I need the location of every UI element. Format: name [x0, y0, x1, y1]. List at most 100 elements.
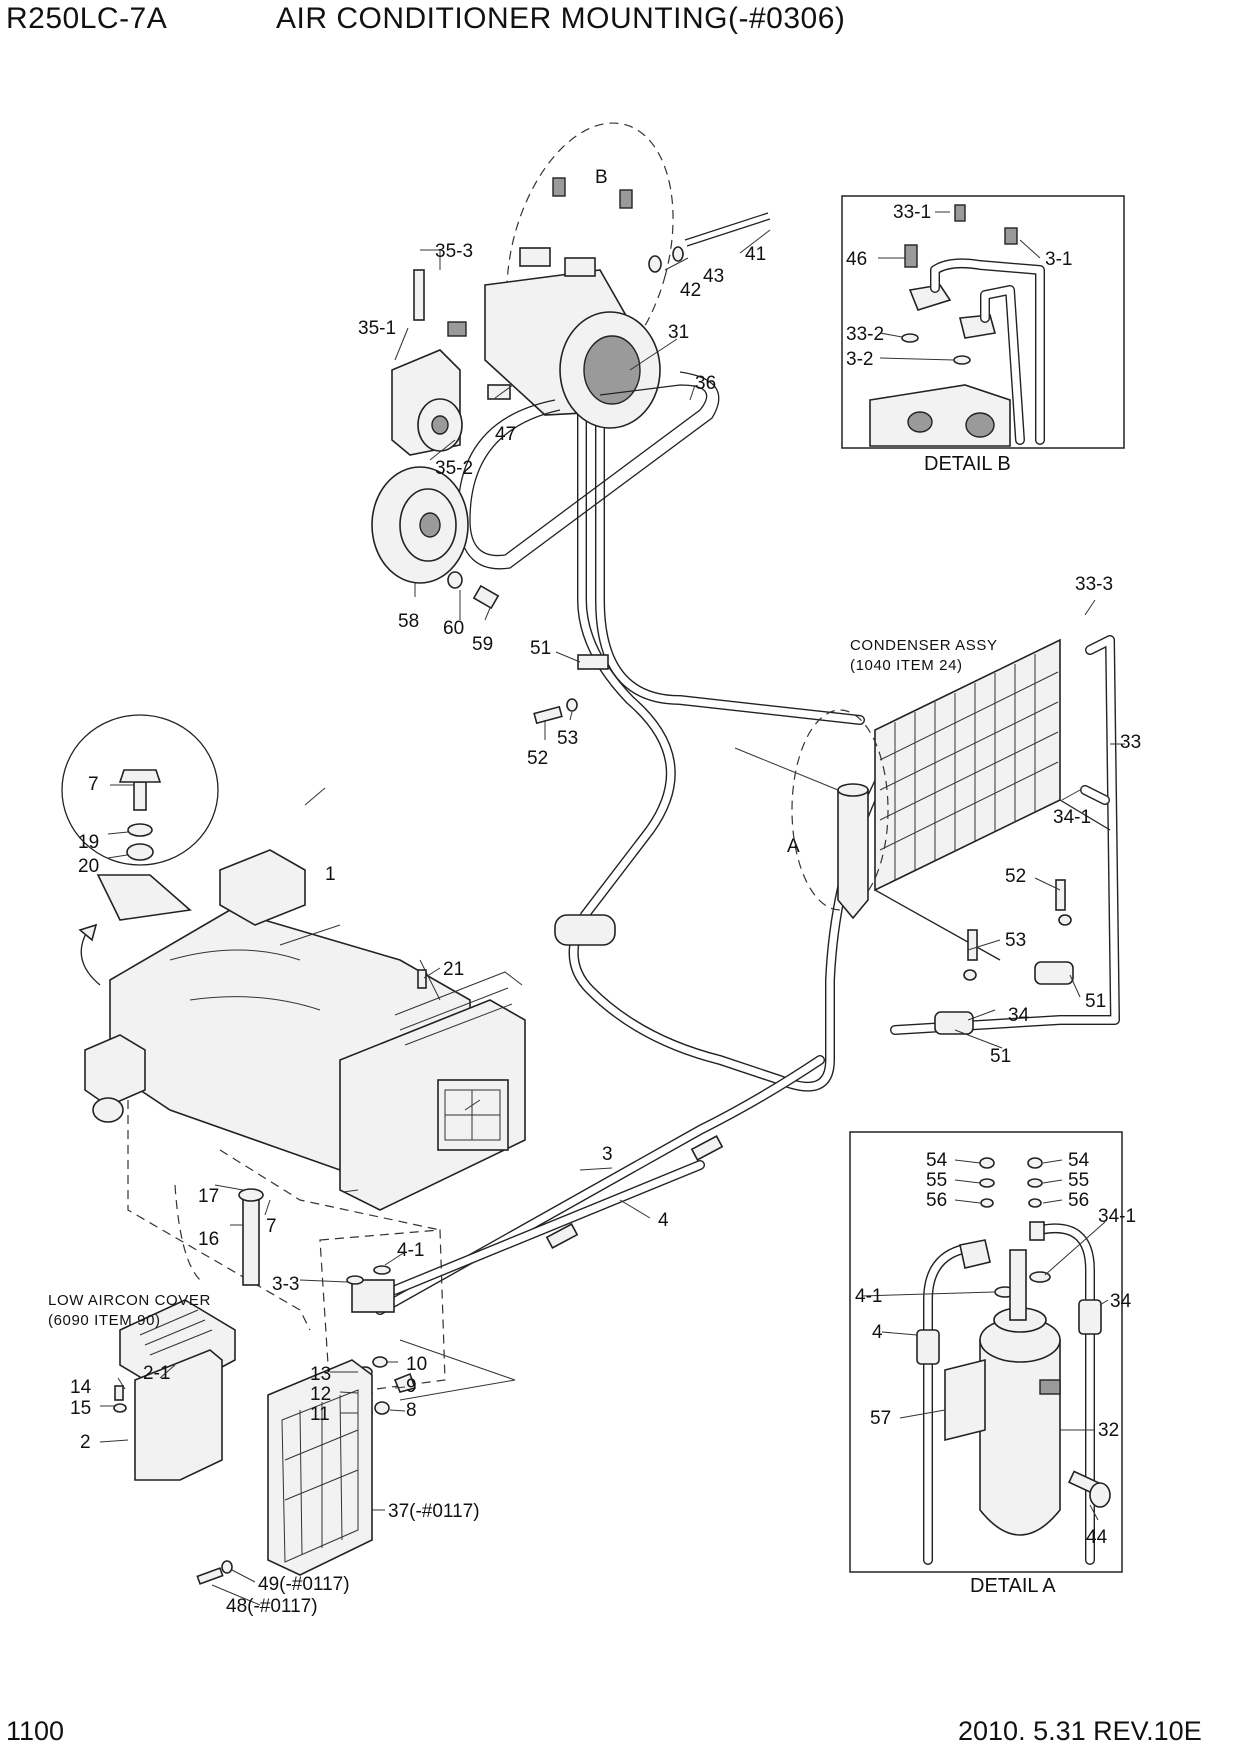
compressor-hub	[583, 335, 641, 405]
tension-pulley-hub	[431, 415, 449, 435]
filter-grill	[394, 971, 523, 1046]
expansion-valve-block	[351, 1279, 395, 1313]
detail-b-callout-46: 46	[846, 249, 867, 270]
detail-b-callout-3-2: 3-2	[846, 349, 873, 370]
drive-belt-outer	[457, 371, 720, 570]
bolt-41	[684, 212, 769, 241]
detail-a-marker-circle	[791, 709, 889, 911]
callout-47: 47	[495, 424, 516, 445]
detail-a-frame	[849, 1131, 1123, 1573]
compressor-fitting-a	[519, 247, 551, 267]
washer-49	[221, 1560, 233, 1574]
compressor-connector	[447, 321, 467, 337]
hose-clamp-low	[690, 1135, 724, 1161]
washer-20	[126, 843, 154, 861]
washer-19	[127, 823, 153, 837]
receiver-drier-32	[979, 1339, 1061, 1536]
detail-a-caption: DETAIL A	[970, 1575, 1056, 1597]
detail-b-callout-33-2: 33-2	[846, 324, 884, 345]
low-aircon-cover-outline	[127, 1100, 441, 1331]
marker-b: B	[595, 167, 608, 188]
callout-9: 9	[406, 1376, 417, 1397]
detail-a-callout-56-left: 56	[926, 1190, 947, 1211]
cover-note-line1: LOW AIRCON COVER	[48, 1292, 211, 1309]
callout-35-3: 35-3	[435, 241, 473, 262]
clamp-17	[238, 1188, 264, 1202]
callout-12: 12	[310, 1384, 331, 1405]
hose-fitting-34	[1078, 1299, 1102, 1335]
detail-a-callout-32: 32	[1098, 1420, 1119, 1441]
callout-52-right: 52	[1005, 866, 1026, 887]
nut-8	[374, 1401, 390, 1415]
condenser-note-line2: (1040 ITEM 24)	[850, 657, 963, 674]
page-title: AIR CONDITIONER MOUNTING(-#0306)	[276, 2, 846, 35]
fitting-block-b1	[908, 284, 952, 311]
bolt-7-magnified	[133, 781, 147, 811]
callout-58: 58	[398, 611, 419, 632]
service-valve-b	[619, 189, 633, 209]
callout-1: 1	[325, 864, 336, 885]
hvac-drain-port	[92, 1097, 124, 1123]
callout-59: 59	[472, 634, 493, 655]
screw-14	[114, 1385, 124, 1401]
detail-b-frame	[841, 195, 1125, 449]
callout-34-1: 34-1	[1053, 807, 1091, 828]
control-unit-2	[134, 1349, 223, 1481]
o-ring-4-1	[373, 1265, 391, 1275]
detail-a-callout-4: 4	[872, 1322, 883, 1343]
detail-b-callout-33-1: 33-1	[893, 202, 931, 223]
detail-b	[841, 195, 1125, 449]
callout-43: 43	[703, 266, 724, 287]
detail-b-caption: DETAIL B	[924, 453, 1011, 475]
drier-bracket-57	[944, 1358, 986, 1442]
valve-detail-outline	[319, 1229, 446, 1396]
compressor-group	[371, 122, 771, 725]
callout-35-2: 35-2	[435, 458, 473, 479]
hose-clamp-upper	[577, 654, 609, 670]
detail-a-callout-55-left: 55	[926, 1170, 947, 1191]
washer-53-upper	[566, 698, 578, 712]
callout-33: 33	[1120, 732, 1141, 753]
leader-lines	[99, 211, 1125, 1606]
service-valve-a	[552, 177, 566, 197]
callout-7: 7	[266, 1216, 277, 1237]
washer-10	[372, 1356, 388, 1368]
o-ring-3-3	[346, 1275, 364, 1285]
callout-10: 10	[406, 1354, 427, 1375]
pointer-arrow	[80, 929, 101, 986]
callout-42: 42	[680, 280, 701, 301]
callout-36: 36	[695, 373, 716, 394]
hvac-side-outlet	[84, 1034, 146, 1107]
callout-13: 13	[310, 1364, 331, 1385]
detail-a-callout-54-right: 54	[1068, 1150, 1090, 1171]
controller-group	[113, 1299, 373, 1585]
callout-16: 16	[198, 1229, 219, 1250]
callout-8: 8	[406, 1400, 417, 1421]
magnifier-circle	[61, 714, 219, 866]
callout-51-right: 51	[1085, 991, 1106, 1012]
callout-4: 4	[658, 1210, 669, 1231]
page-number: 1100	[6, 1716, 65, 1746]
sensor-46	[904, 244, 918, 268]
callout-41: 41	[745, 244, 766, 265]
fastener-stack-right	[1027, 1157, 1043, 1208]
bracket-51-lower	[934, 1011, 974, 1035]
callout-labels: 35-3 35-1 35-2 47 31 36 41 42 43 58 60 5…	[48, 167, 1141, 1617]
washer-15	[113, 1403, 127, 1413]
callout-53-upper: 53	[557, 728, 578, 749]
condenser-group	[791, 638, 1111, 1035]
callout-35-1: 35-1	[358, 318, 396, 339]
callout-3-3: 3-3	[272, 1274, 299, 1295]
hose-loop	[554, 914, 616, 946]
valve-3-1	[1004, 227, 1018, 245]
marker-a: A	[787, 836, 800, 857]
washer-60	[447, 571, 463, 589]
bolt-35-3	[413, 269, 425, 321]
washer-43	[672, 246, 684, 262]
mount-bracket	[96, 874, 192, 921]
callout-7-magnified: 7	[88, 774, 99, 795]
o-ring-3-2	[953, 355, 971, 365]
callout-37: 37(-#0117)	[388, 1501, 480, 1522]
hose-clamp-mid	[545, 1223, 579, 1249]
